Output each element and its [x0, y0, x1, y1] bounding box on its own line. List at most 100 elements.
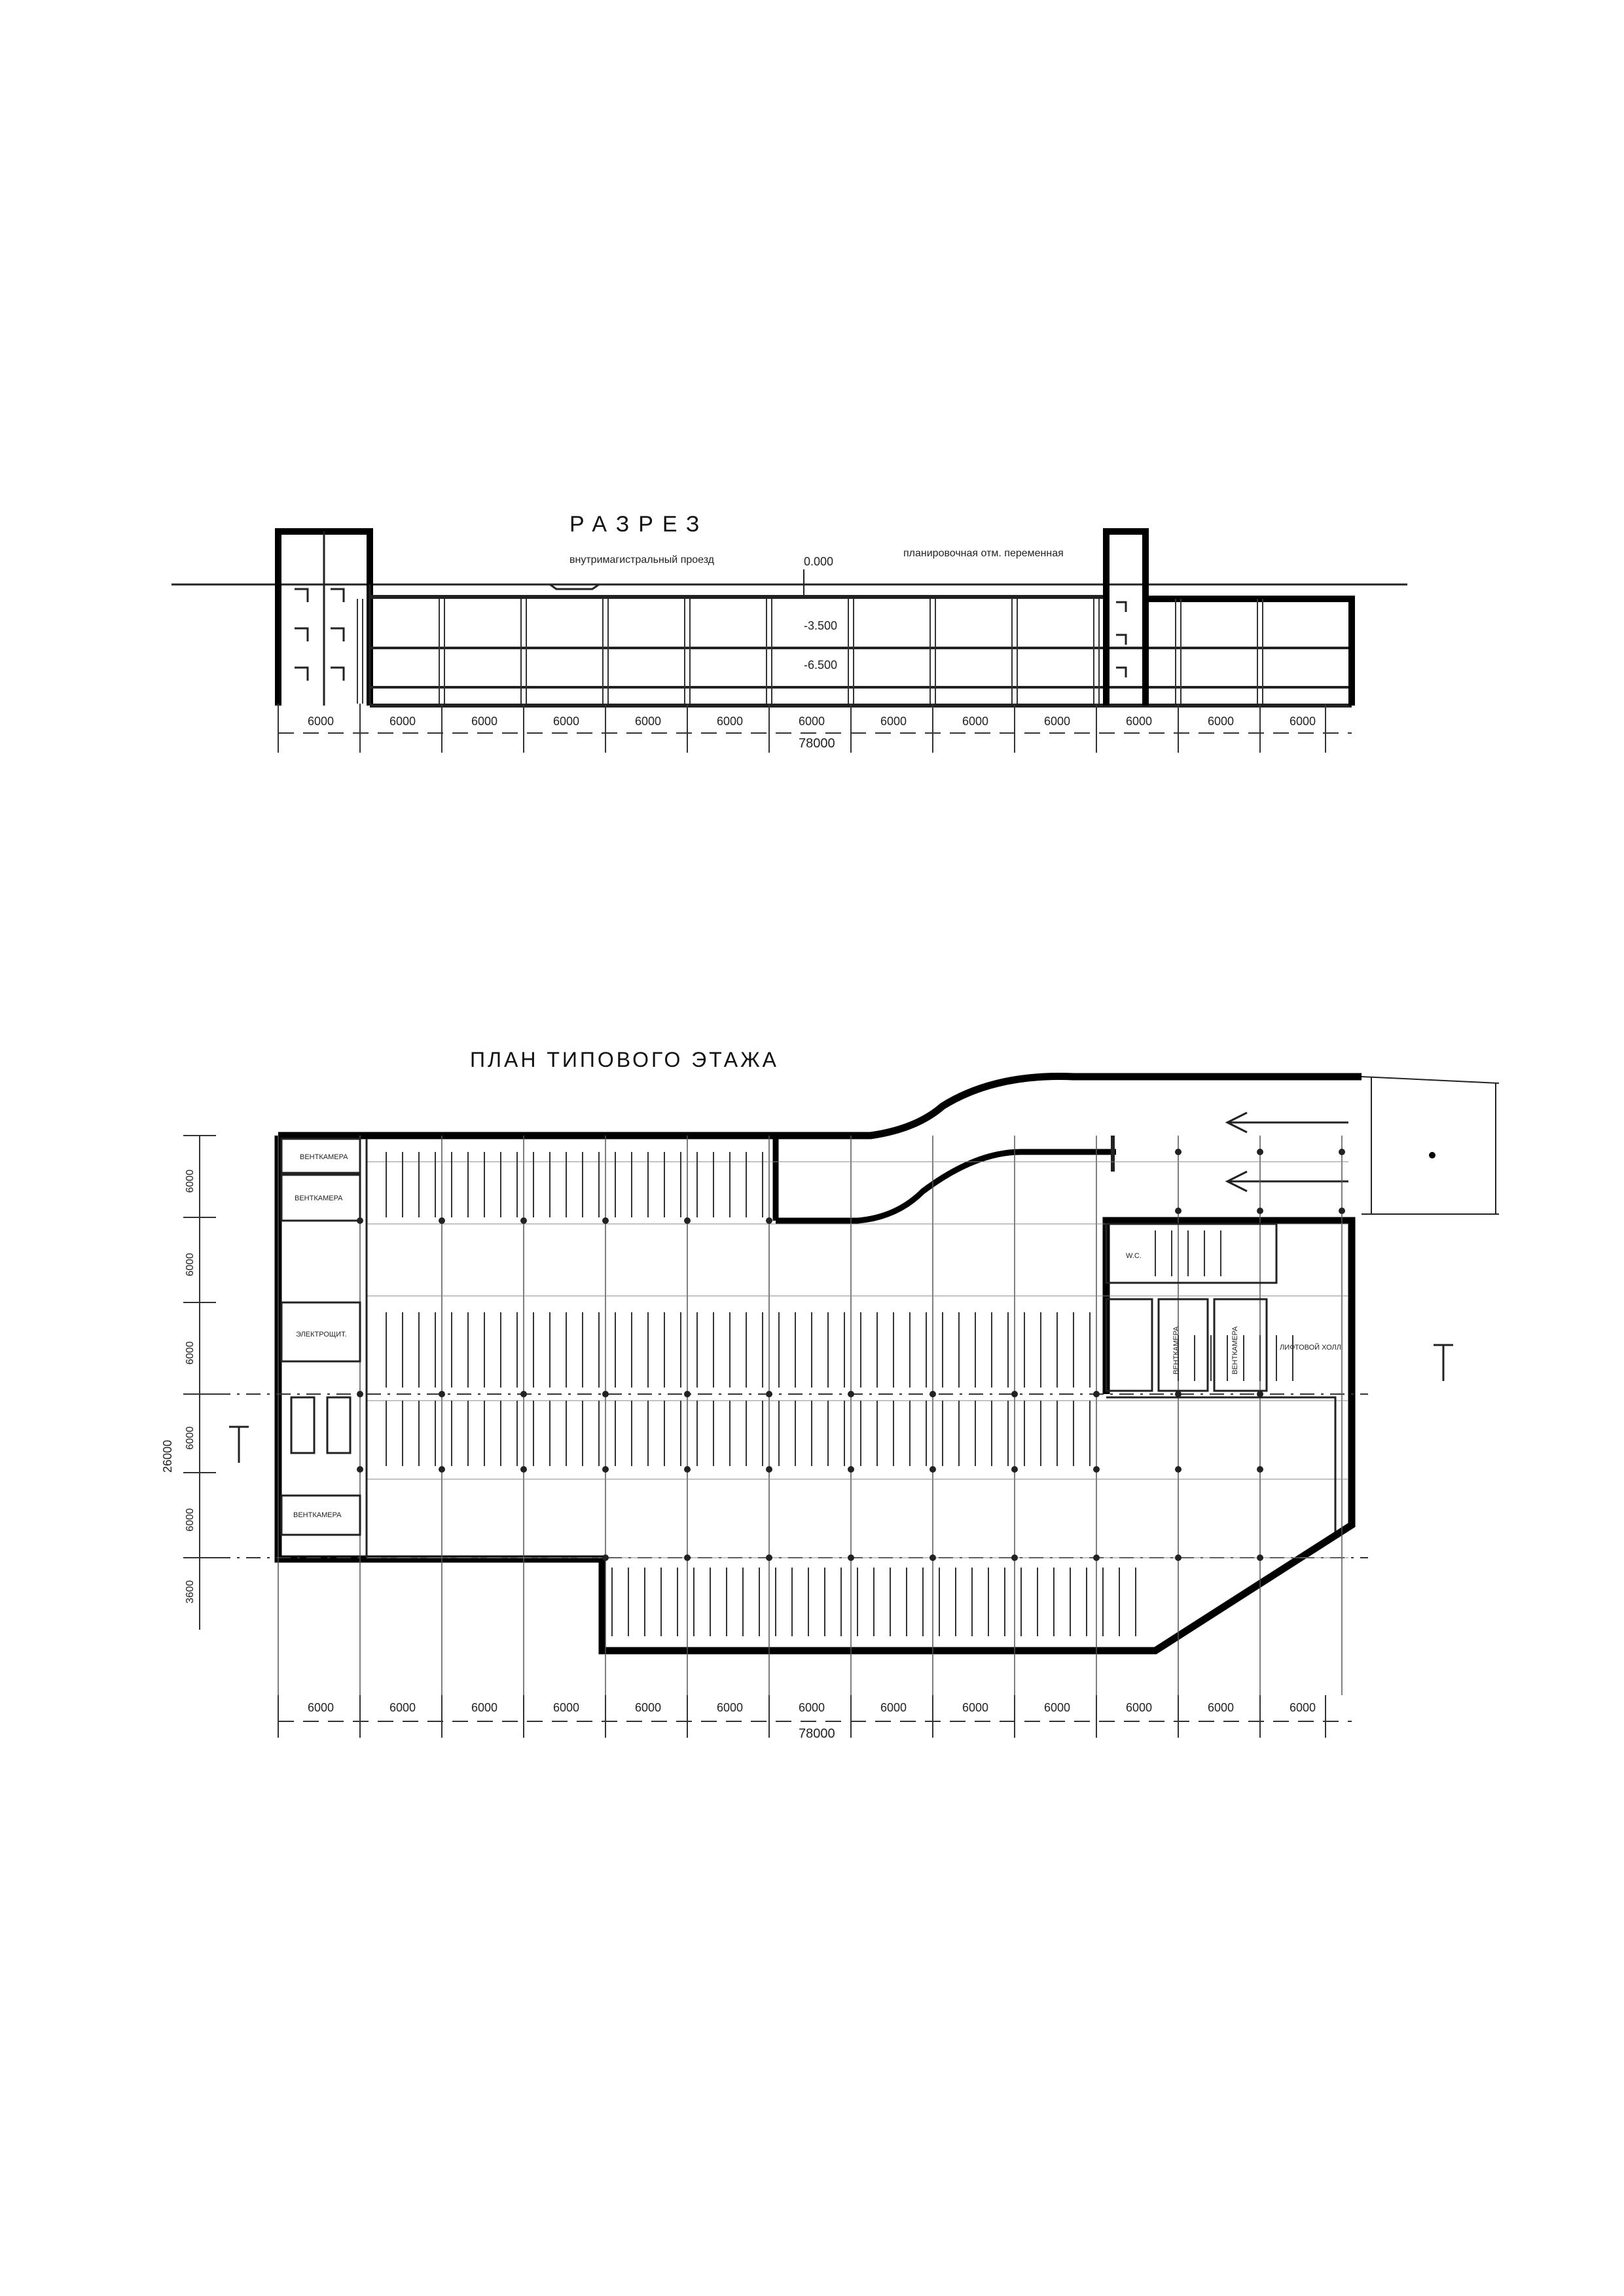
left-service-block: ВЕНТКАМЕРА ВЕНТКАМЕРА ЭЛЕКТРОЩИТ. ВЕНТКА… — [280, 1138, 368, 1558]
section-span-dimension: 6000 — [308, 715, 334, 728]
plan-column — [766, 1466, 772, 1473]
plan-column — [684, 1217, 691, 1224]
plan-column — [1093, 1554, 1100, 1561]
plan-column — [439, 1217, 445, 1224]
plan-column — [520, 1217, 527, 1224]
plan-left-dimension: 6000 — [185, 1508, 196, 1532]
plan-outer-wall — [278, 1073, 1362, 1139]
room-lift-hall: ЛИФТОВОЙ ХОЛЛ — [1280, 1343, 1341, 1352]
section-span-dimension: 6000 — [880, 715, 907, 728]
plan-left-dimension: 3600 — [185, 1580, 196, 1604]
section-span-dimension: 6000 — [717, 715, 743, 728]
plan-column — [929, 1554, 936, 1561]
section-span-dimension: 6000 — [1208, 715, 1234, 728]
plan-column — [1339, 1149, 1345, 1155]
plan-column — [1175, 1149, 1182, 1155]
plan-column — [1011, 1554, 1018, 1561]
plan-column — [1257, 1208, 1263, 1214]
plan-column — [1175, 1208, 1182, 1214]
plan-column — [439, 1466, 445, 1473]
room-vent-upper: ВЕНТКАМЕРА — [295, 1194, 343, 1202]
section-columns — [357, 599, 1263, 704]
level-0: 0.000 — [804, 555, 833, 568]
plan-left-dimension: 6000 — [185, 1253, 196, 1276]
plan-span-dimension: 6000 — [635, 1701, 661, 1714]
level-minus-3500: -3.500 — [804, 619, 837, 632]
plan-column — [929, 1466, 936, 1473]
section-span-dimension: 6000 — [799, 715, 825, 728]
plan-column — [684, 1554, 691, 1561]
plan-span-dimension: 6000 — [799, 1701, 825, 1714]
plan-left-dimension: 6000 — [185, 1341, 196, 1365]
plan-column — [766, 1217, 772, 1224]
plan-left-dimension: 6000 — [185, 1426, 196, 1450]
plan-span-dimension: 6000 — [717, 1701, 743, 1714]
plan-column — [1257, 1554, 1263, 1561]
plan-column — [848, 1466, 854, 1473]
plan-column — [1011, 1391, 1018, 1397]
section-span-dimension: 6000 — [553, 715, 579, 728]
plan-column — [357, 1391, 363, 1397]
section-span-dimension: 6000 — [1126, 715, 1152, 728]
grade-label: планировочная отм. переменная — [903, 548, 1064, 559]
plan-span-dimension: 6000 — [1044, 1701, 1070, 1714]
level-minus-6500: -6.500 — [804, 658, 837, 672]
plan-span-dimension: 6000 — [308, 1701, 334, 1714]
plan-span-dimension: 6000 — [1290, 1701, 1316, 1714]
section-marker-left — [229, 1426, 249, 1463]
plan-dimension-chain: 6000 6000 6000 6000 6000 6000 6000 6000 6000 6000… — [278, 1695, 1352, 1738]
plan-column — [1175, 1554, 1182, 1561]
plan-column — [1257, 1149, 1263, 1155]
plan-span-dimension: 6000 — [553, 1701, 579, 1714]
plan-column — [684, 1391, 691, 1397]
plan-column — [602, 1391, 609, 1397]
section-drawing: РАЗРЕЗ 0.000 -3.500 - — [171, 512, 1407, 753]
plan-left-total: 26000 — [161, 1440, 174, 1473]
plan-column — [602, 1466, 609, 1473]
plan-column — [848, 1554, 854, 1561]
plan-column — [1011, 1466, 1018, 1473]
plan-column — [602, 1217, 609, 1224]
plan-column — [602, 1554, 609, 1561]
plan-outer-wall-main — [274, 1136, 1356, 1655]
plan-structural-grid — [216, 1136, 1368, 1695]
plan-column — [1175, 1391, 1182, 1397]
plan-column — [1093, 1466, 1100, 1473]
ramp-extension — [1225, 1076, 1500, 1215]
plan-column — [357, 1466, 363, 1473]
room-vent-right-1: ВЕНТКАМЕРА — [1172, 1326, 1180, 1374]
ramp-arrow-1 — [1225, 1111, 1348, 1134]
section-total-dimension: 78000 — [799, 736, 835, 751]
plan-column — [929, 1391, 936, 1397]
plan-column — [439, 1391, 445, 1397]
plan-column — [684, 1466, 691, 1473]
plan-drawing: ПЛАН ТИПОВОГО ЭТАЖА — [161, 1048, 1500, 1741]
plan-column — [1339, 1208, 1345, 1214]
section-slabs — [369, 583, 1352, 708]
parking-stalls — [386, 1152, 1293, 1636]
right-stair-tower — [1103, 528, 1355, 706]
plan-column — [1257, 1391, 1263, 1397]
plan-column — [766, 1554, 772, 1561]
right-service-block: W.C. ВЕНТКАМЕРА ВЕНТКАМЕРА ЛИФТОВОЙ ХОЛЛ — [1105, 1223, 1341, 1532]
section-span-dimension: 6000 — [962, 715, 988, 728]
plan-total-dimension: 78000 — [799, 1727, 835, 1741]
plan-left-dimension: 6000 — [185, 1170, 196, 1193]
plan-left-dimension-chain: 6000 6000 6000 6000 6000 3600 — [183, 1135, 216, 1630]
plan-column — [520, 1466, 527, 1473]
plan-span-dimension: 6000 — [389, 1701, 416, 1714]
road-label: внутримагистральный проезд — [569, 554, 715, 565]
plan-span-dimension: 6000 — [1208, 1701, 1234, 1714]
plan-span-dimension: 6000 — [880, 1701, 907, 1714]
plan-span-dimension: 6000 — [1126, 1701, 1152, 1714]
room-vent-right-2: ВЕНТКАМЕРА — [1231, 1326, 1239, 1374]
room-vent-top: ВЕНТКАМЕРА — [300, 1153, 348, 1161]
room-wc: W.C. — [1126, 1252, 1142, 1260]
section-span-dimension: 6000 — [471, 715, 497, 728]
plan-span-dimension: 6000 — [471, 1701, 497, 1714]
room-vent-lower: ВЕНТКАМЕРА — [293, 1511, 342, 1519]
plan-column — [1093, 1391, 1100, 1397]
plan-column — [520, 1391, 527, 1397]
